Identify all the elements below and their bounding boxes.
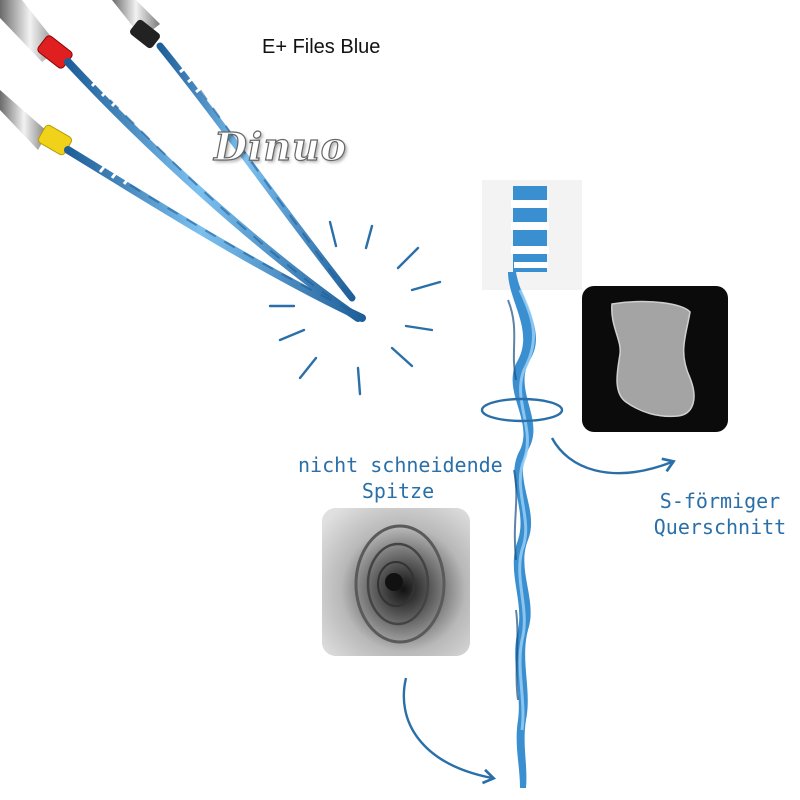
yellow-handle-file — [0, 90, 366, 322]
tip-annotation-line2: Spitze — [361, 479, 435, 503]
burst-lines — [268, 220, 442, 396]
cross-section-image — [582, 286, 728, 432]
non-cutting-tip-image — [322, 508, 470, 656]
cross-section-annotation-line2: Querschnitt — [653, 515, 787, 539]
black-handle-file — [112, 0, 356, 302]
tip-arrow — [402, 677, 497, 785]
red-handle-file — [0, 0, 362, 322]
tip-annotation-line1: nicht schneidende — [298, 453, 503, 477]
large-file — [482, 180, 582, 788]
cross-section-arrow — [550, 437, 676, 475]
cross-section-annotation-line1: S-förmiger — [659, 489, 781, 513]
black-stopper — [130, 19, 160, 49]
product-title: E+ Files Blue — [262, 36, 381, 58]
arrows — [402, 437, 676, 785]
cross-section-annotation: S-förmiger Querschnitt — [640, 488, 800, 540]
cross-section-ring — [480, 397, 564, 423]
tip-annotation: nicht schneidende Spitze — [298, 452, 503, 504]
watermark-logo: Dinuo — [213, 123, 347, 169]
